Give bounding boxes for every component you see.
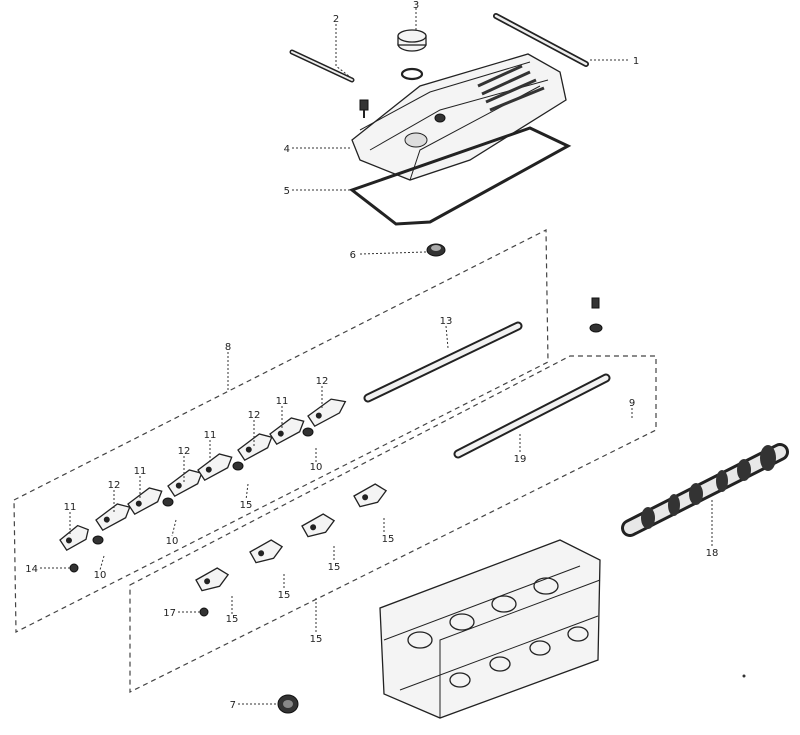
label-15-b: 15 <box>226 614 239 625</box>
part-19-rocker-shaft <box>453 373 611 459</box>
part-3-filler-cap <box>397 29 427 81</box>
part-5-gasket <box>348 126 572 226</box>
label-10-c: 10 <box>94 570 107 581</box>
label-9-bottom: 15 <box>310 634 323 645</box>
label-15-e: 15 <box>382 534 395 545</box>
label-2: 2 <box>333 14 339 25</box>
assembly-box-9 <box>129 355 657 693</box>
rocker-arm-row <box>59 398 347 552</box>
label-11-b: 11 <box>204 430 217 441</box>
label-10-b: 10 <box>166 536 179 547</box>
label-15-d: 15 <box>328 562 341 573</box>
label-8: 8 <box>225 342 231 353</box>
label-11-c: 11 <box>134 466 147 477</box>
label-12-d: 12 <box>108 480 121 491</box>
part-6-seal <box>426 243 446 257</box>
part-4-head-cover <box>351 53 567 181</box>
label-15-a: 15 <box>240 500 253 511</box>
label-10-a: 10 <box>310 462 323 473</box>
leader-lines <box>40 8 713 705</box>
assembly-box-8 <box>13 229 549 633</box>
part-labels: 2 3 1 4 5 6 8 13 9 12 11 12 11 12 11 12 … <box>25 0 718 711</box>
label-6: 6 <box>350 250 356 261</box>
label-3: 3 <box>413 0 419 11</box>
part-1-rod <box>493 13 589 67</box>
label-11-a: 11 <box>276 396 289 407</box>
part-13-rocker-shaft <box>363 321 523 403</box>
label-9-top: 9 <box>629 398 635 409</box>
part-17-nut <box>199 607 209 617</box>
cover-bolt <box>359 99 369 118</box>
cover-ribs <box>477 64 545 112</box>
label-12-a: 12 <box>316 376 329 387</box>
part-14-nut <box>69 563 79 573</box>
label-4: 4 <box>284 144 290 155</box>
part-18-camshaft <box>621 443 789 537</box>
label-13: 13 <box>440 316 453 327</box>
label-7: 7 <box>230 700 236 711</box>
rocker-arm-lower-row <box>195 483 388 592</box>
label-12-c: 12 <box>178 446 191 457</box>
label-19: 19 <box>514 454 527 465</box>
label-11-d: 11 <box>64 502 77 513</box>
label-14: 14 <box>25 564 38 575</box>
label-17: 17 <box>163 608 176 619</box>
label-15-c: 15 <box>278 590 291 601</box>
label-5: 5 <box>284 186 290 197</box>
label-1: 1 <box>633 56 639 67</box>
part-2-rod <box>289 49 355 83</box>
bolt-washer <box>589 297 603 333</box>
spacer-springs <box>92 427 314 545</box>
label-12-b: 12 <box>248 410 261 421</box>
part-7-seal <box>277 694 299 714</box>
cylinder-head <box>379 539 601 719</box>
label-18: 18 <box>706 548 719 559</box>
